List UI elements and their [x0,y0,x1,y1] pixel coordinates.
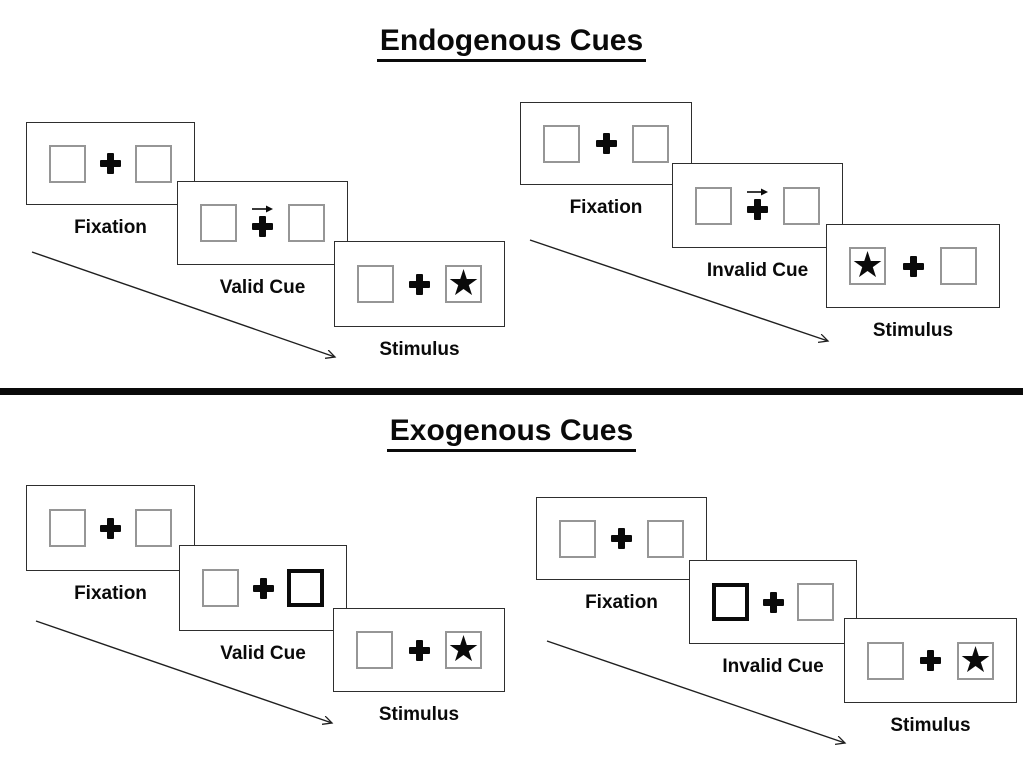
screen-frame: ★ [826,224,1000,308]
placeholder-box-left [357,265,394,303]
fixation-cross-icon [100,153,121,174]
placeholder-box-left [695,186,732,225]
section-title-exogenous-text: Exogenous Cues [386,414,637,452]
placeholder-box-right [940,247,977,285]
placeholder-box-right [135,509,172,547]
screen-frame [536,497,707,580]
placeholder-box-right [135,144,172,183]
placeholder-box-left [49,144,86,183]
placeholder-box-left [867,641,904,680]
cued-box-right [287,569,324,607]
target-star-icon: ★ [447,628,480,669]
screen-frame [689,560,857,644]
exogenous-invalid-fixation-panel: Fixation [536,497,707,614]
panel-label: Stimulus [872,320,954,341]
screen-frame: ★ [334,241,505,327]
target-star-icon: ★ [447,262,480,303]
placeholder-box-left [559,519,596,558]
exogenous-valid-stimulus-panel: ★ Stimulus [333,608,505,726]
target-star-box: ★ [445,631,482,669]
section-title-endogenous: Endogenous Cues [0,24,1023,62]
target-star-box: ★ [957,638,994,680]
panel-label: Fixation [74,583,147,604]
panel-label: Fixation [74,217,147,238]
cue-arrow-icon [252,205,273,213]
fixation-cross-icon [100,517,121,539]
screen-frame [520,102,692,185]
fixation-cross-icon [252,216,273,237]
exogenous-valid-cue-panel: Valid Cue [179,545,347,665]
time-arrow-endogenous-valid [31,251,344,366]
time-arrow-exogenous-valid [35,620,342,733]
fixation-cross-icon [611,528,632,549]
screen-frame [672,163,843,248]
panel-label: Stimulus [378,704,460,725]
fixation-cross-icon [408,639,430,661]
target-star-icon: ★ [851,244,884,285]
fixation-cross-icon [747,198,768,220]
endogenous-valid-fixation-panel: Fixation [26,122,195,239]
placeholder-box-right [783,186,820,225]
fixation-cross-icon [902,255,924,277]
placeholder-box-left [356,631,393,669]
endogenous-invalid-stimulus-panel: ★ Stimulus [826,224,1000,342]
fixation-cross-icon [762,591,784,613]
panel-label: Stimulus [890,715,971,736]
panel-label: Fixation [569,197,643,218]
screen-frame [177,181,348,265]
placeholder-box-left [543,124,580,163]
section-title-endogenous-text: Endogenous Cues [376,24,647,62]
placeholder-box-right [632,124,669,163]
target-star-box: ★ [849,247,886,285]
cued-box-left [712,583,749,621]
panel-label: Stimulus [379,339,460,360]
cue-stack [746,187,769,220]
placeholder-box-right [797,583,834,621]
fixation-cross-icon [920,650,941,671]
target-star-box: ★ [445,265,482,303]
fixation-cross-icon [595,133,617,154]
endogenous-valid-cue-panel: Valid Cue [177,181,348,299]
exogenous-valid-fixation-panel: Fixation [26,485,195,605]
placeholder-box-left [49,509,86,547]
placeholder-box-left [202,569,239,607]
panel-label: Fixation [585,592,658,613]
screen-frame [26,485,195,571]
cue-arrow-icon [747,188,768,195]
endogenous-invalid-fixation-panel: Fixation [520,102,692,219]
exogenous-invalid-cue-panel: Invalid Cue [689,560,857,678]
screen-frame: ★ [333,608,505,692]
placeholder-box-left [200,204,237,242]
section-divider [0,388,1023,395]
target-star-icon: ★ [959,638,992,680]
panel-label: Invalid Cue [722,656,824,677]
time-arrow-endogenous-invalid [529,239,838,350]
placeholder-box-right [288,204,325,242]
endogenous-valid-stimulus-panel: ★ Stimulus [334,241,505,361]
cue-stack [251,204,274,237]
placeholder-box-right [647,519,684,558]
screen-frame [179,545,347,631]
screen-frame [26,122,195,205]
fixation-cross-icon [252,577,274,599]
panel-label: Valid Cue [219,277,306,298]
fixation-cross-icon [409,273,430,295]
panel-label: Invalid Cue [706,260,809,281]
section-title-exogenous: Exogenous Cues [0,414,1023,452]
screen-frame: ★ [844,618,1017,703]
exogenous-invalid-stimulus-panel: ★ Stimulus [844,618,1017,737]
endogenous-invalid-cue-panel: Invalid Cue [672,163,843,282]
panel-label: Valid Cue [220,643,306,664]
time-arrow-exogenous-invalid [546,640,855,753]
